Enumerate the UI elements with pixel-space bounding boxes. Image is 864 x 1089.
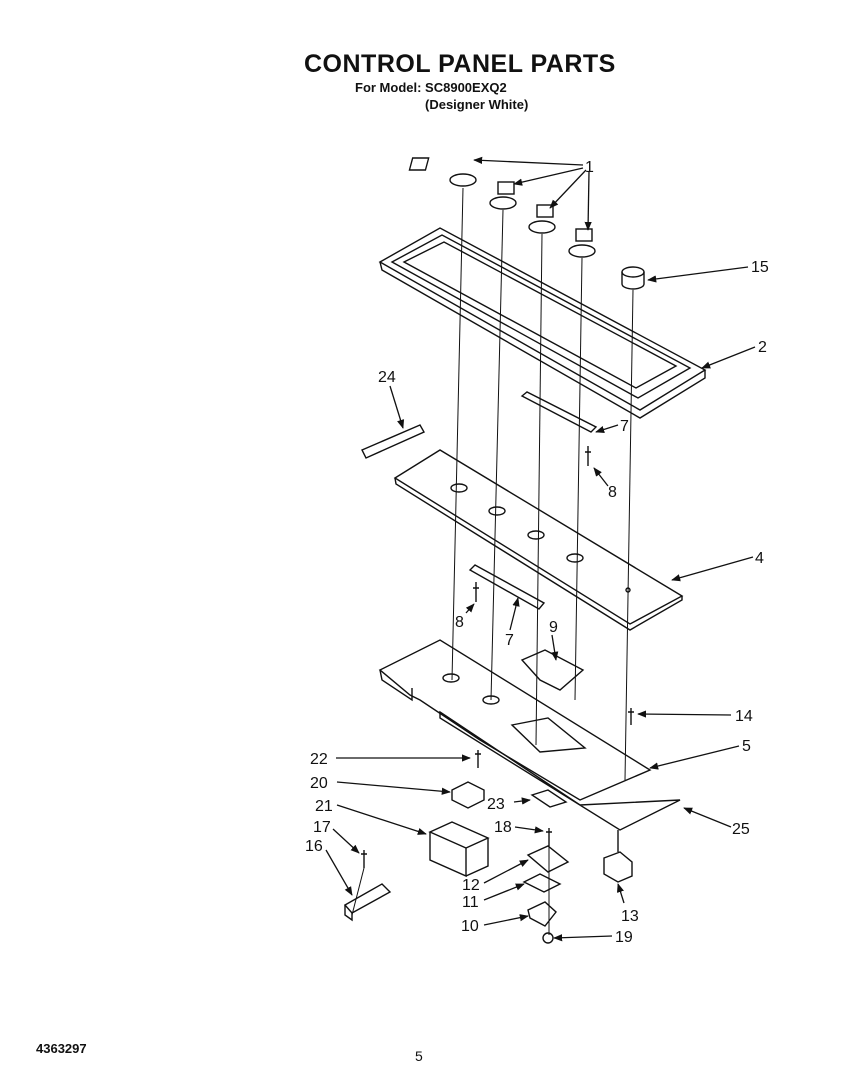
bezel-frame-part-2 bbox=[378, 227, 707, 419]
callout-23: 23 bbox=[487, 796, 505, 813]
control-panel-part-4 bbox=[393, 449, 684, 631]
callout-1: 1 bbox=[585, 159, 594, 176]
screw-part-8-upper bbox=[585, 446, 591, 466]
callout-12: 12 bbox=[462, 877, 480, 894]
callout-19: 19 bbox=[615, 929, 633, 946]
plate-part-9 bbox=[520, 649, 585, 691]
callout-5: 5 bbox=[742, 738, 751, 755]
relay-part-21 bbox=[428, 821, 490, 878]
callout-8-upper: 8 bbox=[608, 484, 617, 501]
assembly-lines bbox=[351, 187, 634, 935]
callout-16: 16 bbox=[305, 838, 323, 855]
callout-9: 9 bbox=[549, 619, 558, 636]
screw-part-14 bbox=[628, 708, 634, 725]
leader-lines bbox=[325, 156, 756, 942]
callout-4: 4 bbox=[755, 550, 764, 567]
screw-part-8-lower bbox=[473, 582, 479, 602]
callout-15: 15 bbox=[751, 259, 769, 276]
knob-part-1 bbox=[408, 157, 596, 258]
callout-10: 10 bbox=[461, 918, 479, 935]
callout-11: 11 bbox=[462, 894, 479, 911]
bracket-part-7-upper bbox=[520, 391, 598, 433]
callout-21: 21 bbox=[315, 798, 333, 815]
page-number: 5 bbox=[415, 1048, 423, 1064]
callout-20: 20 bbox=[310, 775, 328, 792]
callout-8-lower: 8 bbox=[455, 614, 464, 631]
screw-part-17 bbox=[361, 850, 367, 868]
trim-strip-part-24 bbox=[361, 424, 425, 459]
nut-part-19 bbox=[542, 932, 554, 944]
part-drawings bbox=[343, 157, 707, 944]
callout-13: 13 bbox=[621, 908, 639, 925]
page-title: CONTROL PANEL PARTS bbox=[304, 50, 616, 78]
callout-7-lower: 7 bbox=[505, 632, 514, 649]
callout-24: 24 bbox=[378, 369, 396, 386]
callout-7-upper: 7 bbox=[620, 418, 629, 435]
callout-labels: 1 15 2 24 7 8 4 8 7 9 14 5 22 20 23 25 2… bbox=[305, 159, 769, 946]
callout-17: 17 bbox=[313, 819, 331, 836]
callout-25: 25 bbox=[732, 821, 750, 838]
document-number: 4363297 bbox=[36, 1041, 87, 1056]
switch-part-20 bbox=[451, 781, 485, 809]
screw-part-18 bbox=[546, 828, 552, 846]
model-line: For Model: SC8900EXQ2 bbox=[355, 80, 507, 95]
color-line: (Designer White) bbox=[425, 97, 529, 112]
callout-18: 18 bbox=[494, 819, 512, 836]
knob-part-15 bbox=[621, 266, 645, 290]
bracket-part-12 bbox=[526, 845, 570, 873]
insulator-part-23 bbox=[530, 789, 568, 808]
callout-22: 22 bbox=[310, 751, 328, 768]
switch-part-10 bbox=[527, 901, 557, 927]
screw-part-22 bbox=[475, 750, 481, 768]
callout-2: 2 bbox=[758, 339, 767, 356]
bracket-part-7-lower bbox=[468, 564, 546, 610]
switch-part-13 bbox=[603, 830, 633, 883]
plate-part-11 bbox=[522, 873, 562, 893]
terminal-block-part-16 bbox=[343, 883, 392, 922]
callout-14: 14 bbox=[735, 708, 753, 725]
